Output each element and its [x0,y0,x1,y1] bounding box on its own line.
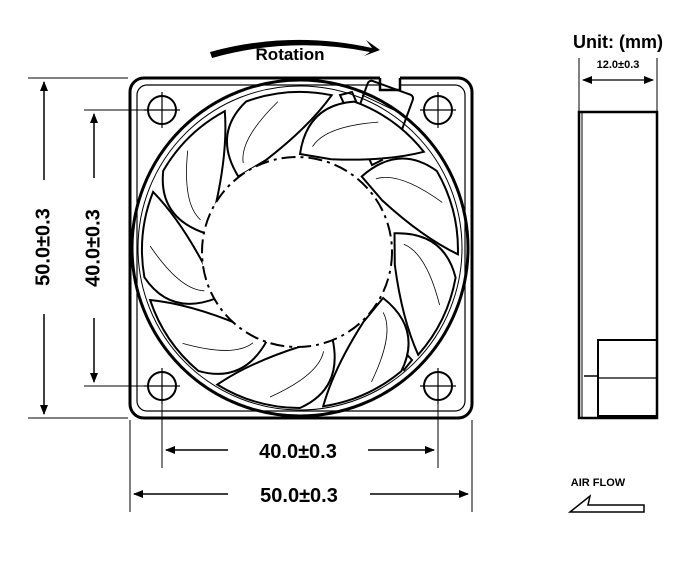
outer-width-label: 50.0±0.3 [260,485,338,507]
air-flow-arrow-icon [567,494,645,513]
fan-blade [161,109,227,235]
fan-blade [215,339,336,410]
dimension-hole-height: 40.0±0.3 [82,109,146,387]
mounting-hole-top-left [144,92,180,128]
fan-blade [393,232,457,357]
rotation-label: Rotation [256,45,325,64]
fan-blade-edge [186,150,201,221]
air-flow-label: AIR FLOW [571,477,626,489]
fan-hub [201,156,393,348]
mounting-hole-bottom-right [420,368,456,404]
fan-blades [141,91,459,410]
rotation-arrow-icon [210,39,380,58]
dimension-hole-width: 40.0±0.3 [161,402,439,468]
thickness-label: 12.0±0.3 [597,59,640,71]
fan-blade-edge [182,342,254,351]
fan-blade-edge [312,121,379,147]
rotation-indicator: Rotation [210,39,380,64]
front-view [128,70,474,420]
fan-housing-ring [130,78,470,418]
mounting-hole-bottom-left [144,368,180,404]
fan-blade-edge [375,176,443,203]
fan-blade-edge [242,101,279,163]
dimension-outer-width: 50.0±0.3 [129,420,473,512]
fan-frame-inner-outline [136,84,466,412]
unit-label: Unit: (mm) [573,32,663,52]
air-flow-indicator: AIR FLOW [567,477,645,513]
outer-height-label: 50.0±0.3 [32,208,54,286]
hole-height-label: 40.0±0.3 [82,209,104,287]
fan-blade-edge [269,351,324,398]
mounting-hole-top-right [420,92,456,128]
fan-blade [148,298,269,375]
fan-blade [226,91,334,178]
fan-blade-edge [149,245,205,292]
fan-frame-outline [128,76,474,420]
dimension-outer-height: 50.0±0.3 [28,77,128,419]
fan-blade [141,190,219,305]
fan-blade [360,157,459,256]
fan-blade-edge [371,312,388,382]
hole-width-label: 40.0±0.3 [259,441,337,463]
fan-blade-edge [403,243,440,306]
side-view: Unit: (mm) 12.0±0.3 [573,32,663,420]
fan-blade [298,100,426,161]
side-profile-outline [577,110,659,420]
